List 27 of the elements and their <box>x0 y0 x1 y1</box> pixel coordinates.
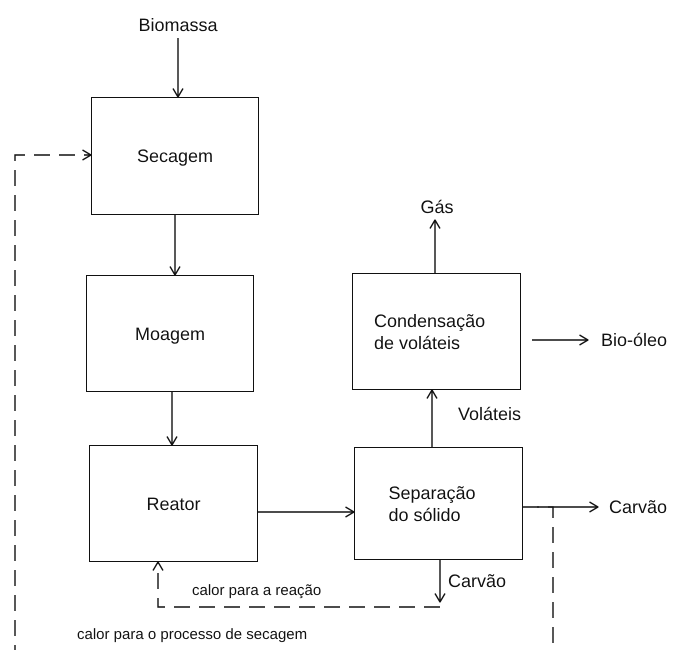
process-box <box>91 97 259 215</box>
arrow <box>169 215 181 276</box>
stream-label: Biomassa <box>128 12 228 38</box>
step-label: Condensação de voláteis <box>374 310 486 354</box>
arrow <box>429 219 441 273</box>
stream-label: Carvão <box>598 494 678 520</box>
arrow <box>172 38 184 98</box>
dashed-arrow <box>152 561 440 608</box>
process-box <box>354 447 523 560</box>
process-box <box>352 273 521 390</box>
arrow <box>258 506 355 518</box>
step-label: Reator <box>146 492 201 514</box>
step-label: Moagem <box>134 322 206 344</box>
process-box <box>89 445 258 562</box>
stream-label: Gás <box>413 194 461 220</box>
edge-label: calor para a reação <box>190 582 324 600</box>
arrow <box>166 392 178 446</box>
stream-label: Bio-óleo <box>588 327 680 353</box>
arrow <box>426 389 438 447</box>
process-box <box>86 275 254 392</box>
arrow <box>434 560 446 603</box>
arrow <box>532 334 589 346</box>
step-label: Separação do sólido <box>388 482 477 526</box>
edge-label: calor para o processo de secagem <box>75 626 310 644</box>
arrow <box>537 501 599 513</box>
dashed-arrow <box>14 149 554 650</box>
step-label: Secagem <box>136 145 214 167</box>
